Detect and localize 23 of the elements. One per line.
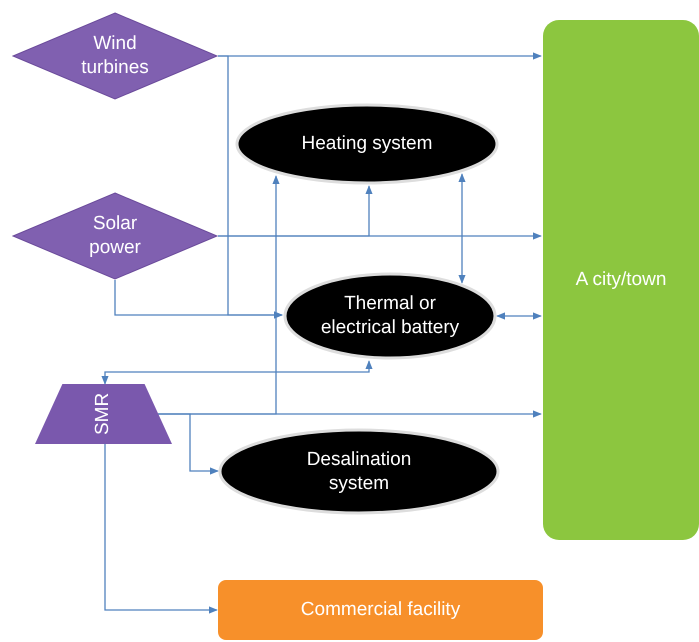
node-label: Wind turbines <box>80 32 150 80</box>
node-label: A city/town <box>574 268 668 292</box>
reactor-trapezoid <box>35 384 172 444</box>
system-ellipse <box>235 103 499 185</box>
node-label: SMR <box>92 392 115 436</box>
source-diamond <box>12 12 218 100</box>
node-label: Desalination system <box>306 448 412 496</box>
arrow <box>218 185 373 237</box>
node-label: Thermal or electrical battery <box>320 292 460 340</box>
arrow <box>114 280 283 319</box>
system-ellipse <box>218 428 500 515</box>
arrow <box>104 444 218 614</box>
arrow <box>496 312 542 320</box>
node-label: Solar power <box>88 212 142 260</box>
arrow <box>101 360 373 385</box>
facility-block <box>218 580 543 640</box>
node-label: Commercial facility <box>300 598 462 622</box>
source-diamond <box>12 192 218 280</box>
storage-ellipse <box>283 272 497 360</box>
arrow <box>458 173 466 284</box>
city-block <box>543 20 699 540</box>
arrow <box>158 413 219 475</box>
node-label: Heating system <box>300 132 434 156</box>
